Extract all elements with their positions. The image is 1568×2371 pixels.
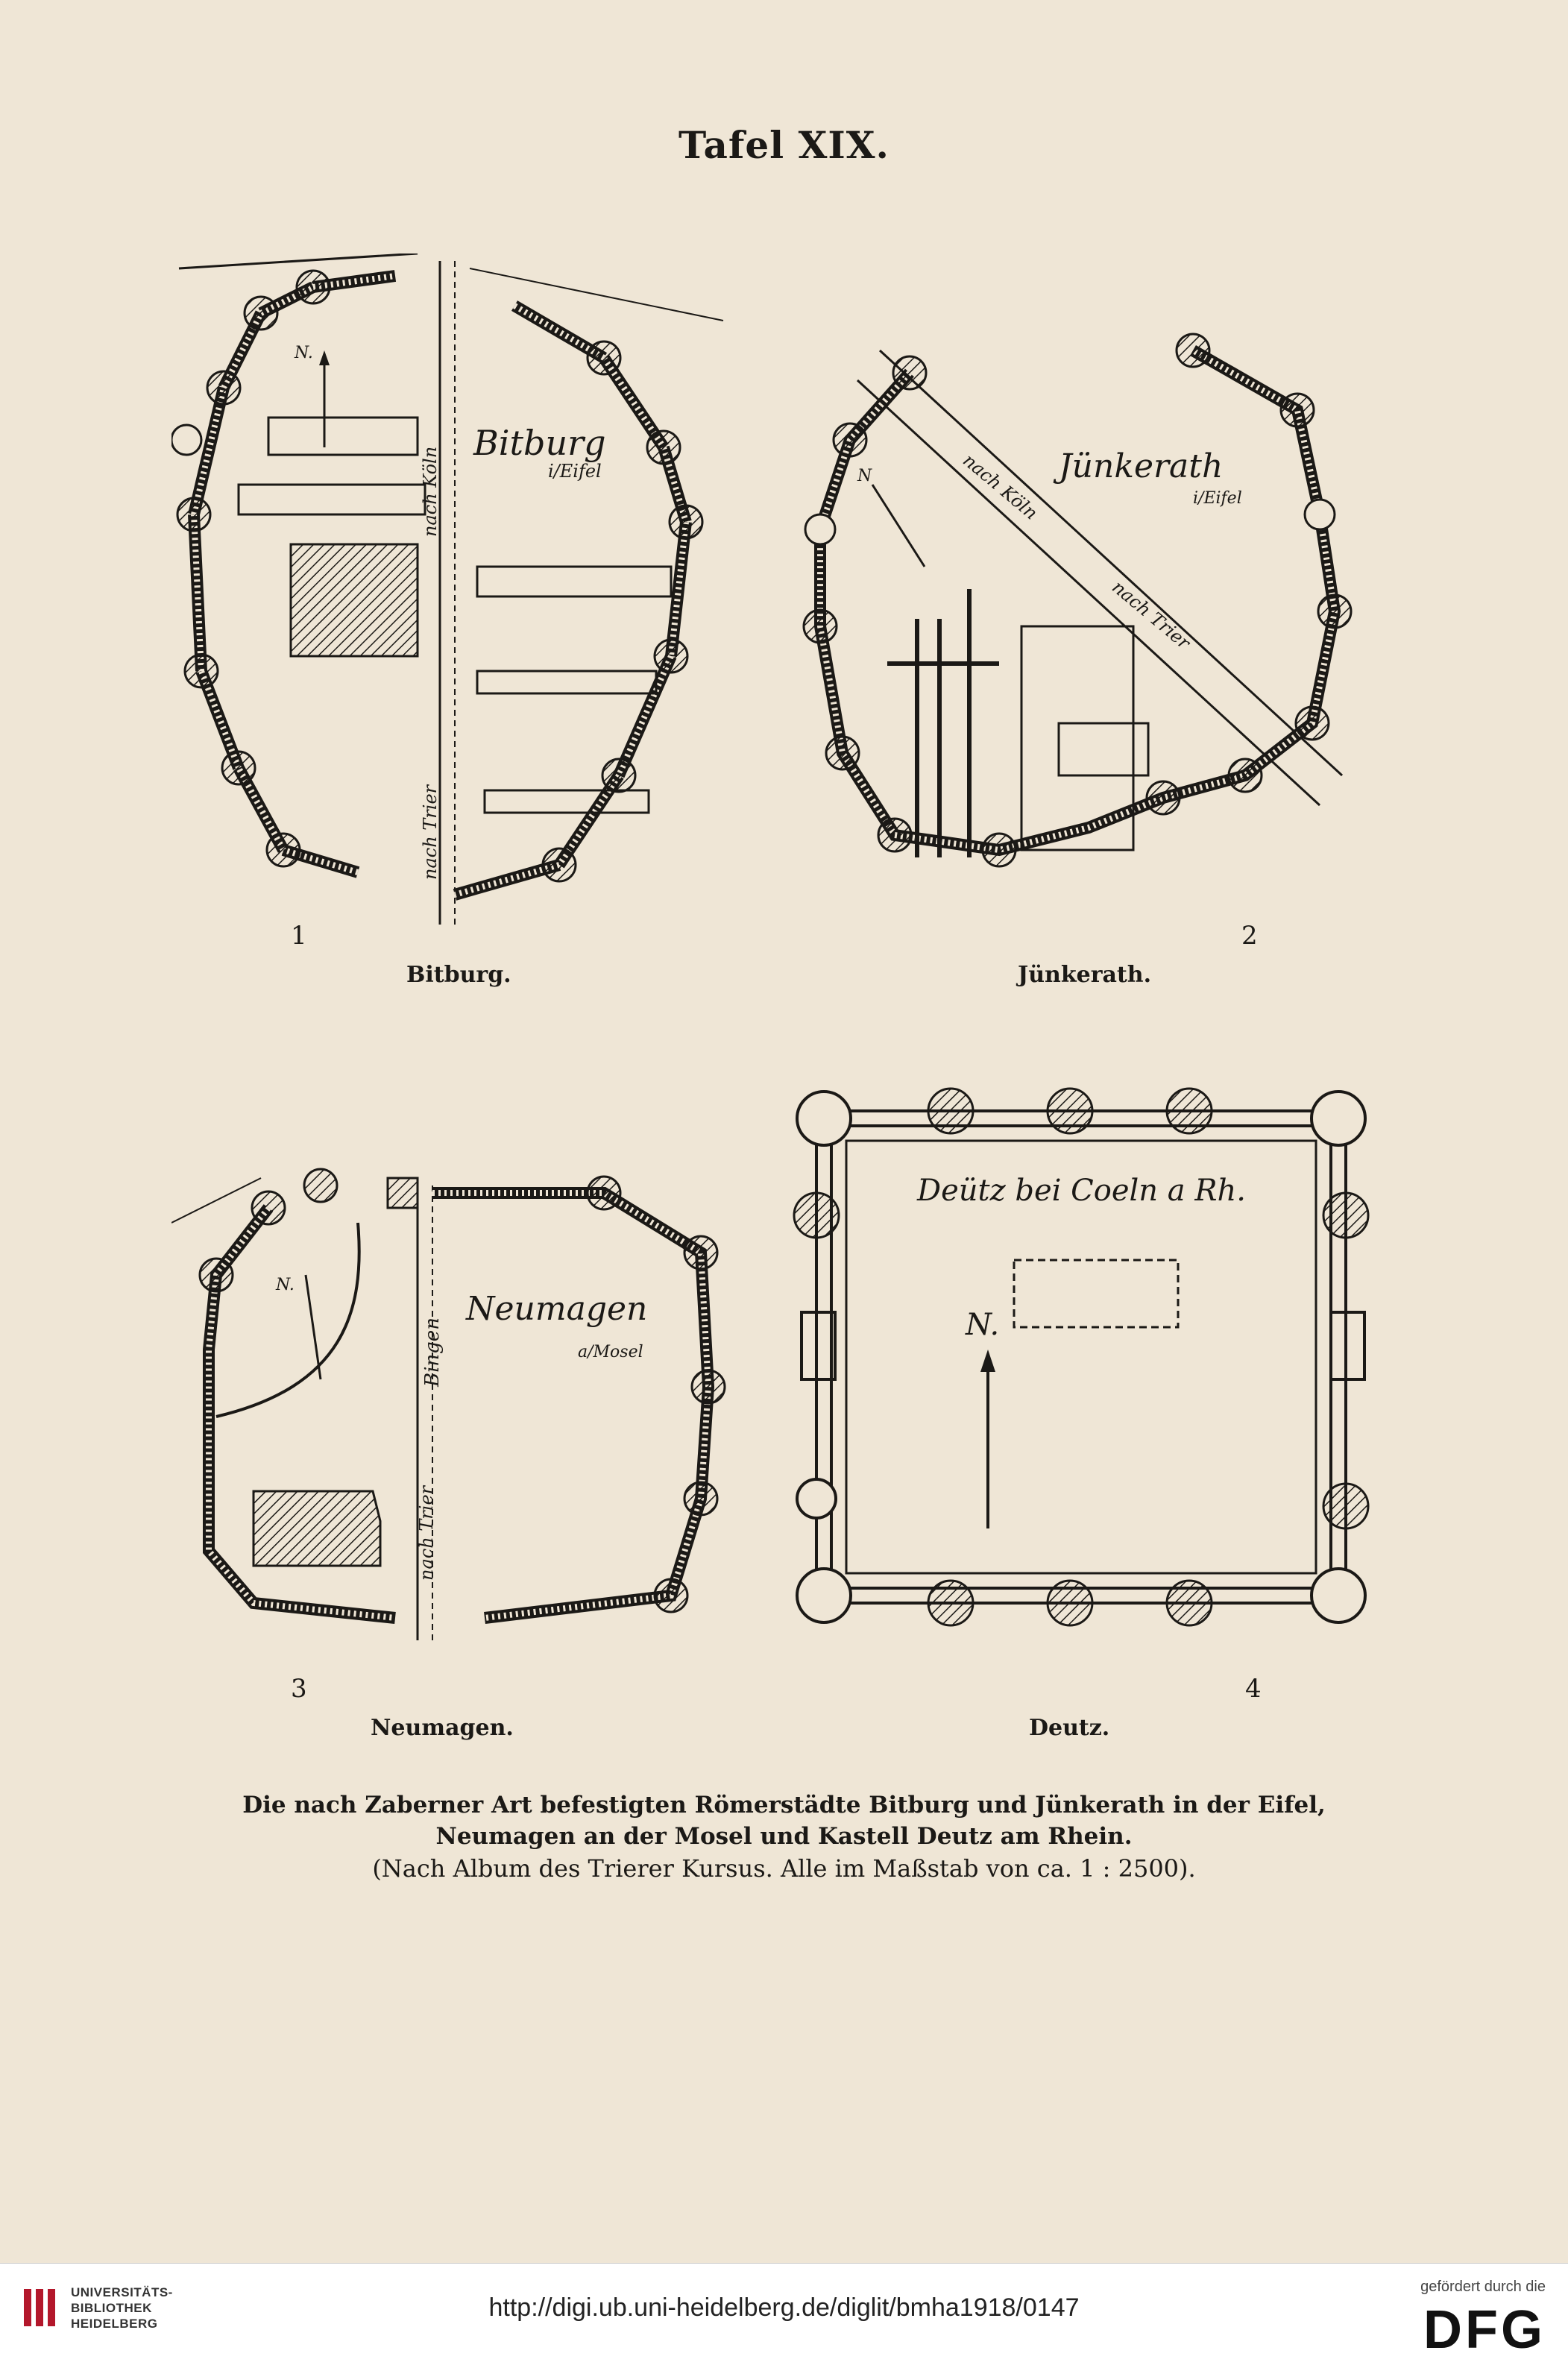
figure-name-juenkerath: Jünkerath. xyxy=(1018,962,1152,988)
figure-number-4: 4 xyxy=(1245,1674,1262,1704)
town-label: Deütz bei Coeln a Rh. xyxy=(916,1174,1246,1208)
region-label: i/Eifel xyxy=(1193,489,1242,508)
north-label: N xyxy=(857,467,872,485)
dfg-logo[interactable]: DFG xyxy=(1423,2300,1546,2360)
caption-line-2: Neumagen an der Mosel und Kastell Deutz … xyxy=(435,1823,1133,1850)
north-label: N. xyxy=(965,1308,999,1342)
figure-bitburg-plan: N. Bitburg i/Eifel nach Köln nach Trier xyxy=(171,254,724,925)
figure-number-2: 2 xyxy=(1241,921,1258,951)
figure-name-deutz: Deutz. xyxy=(1029,1715,1110,1741)
figure-number-1: 1 xyxy=(291,921,307,951)
permalink-url[interactable]: http://digi.ub.uni-heidelberg.de/diglit/… xyxy=(488,2293,1080,2322)
north-label: N. xyxy=(294,344,313,362)
region-label: i/Eifel xyxy=(548,461,602,482)
road-label-trier: nach Trier xyxy=(1108,576,1195,654)
road-label-trier: nach Trier xyxy=(420,784,441,880)
figure-name-neumagen: Neumagen. xyxy=(371,1715,514,1741)
caption-main: Die nach Zaberner Art befestigten Römers… xyxy=(0,1789,1568,1852)
viewer-footer: UNIVERSITÄTS- BIBLIOTHEK HEIDELBERG http… xyxy=(0,2263,1568,2371)
road-label-koeln: nach Köln xyxy=(420,447,441,537)
road-label-bingen: Bingen xyxy=(421,1317,444,1388)
region-label: a/Mosel xyxy=(578,1343,643,1361)
figure-number-3: 3 xyxy=(291,1674,307,1704)
library-name[interactable]: UNIVERSITÄTS- BIBLIOTHEK HEIDELBERG xyxy=(71,2285,173,2331)
town-label: Bitburg xyxy=(473,423,606,463)
town-label: Neumagen xyxy=(465,1290,647,1328)
funding-text: gefördert durch die xyxy=(1420,2279,1546,2295)
figure-name-bitburg: Bitburg. xyxy=(406,962,511,988)
plate-title: Tafel XIX. xyxy=(678,123,890,167)
town-label: Jünkerath xyxy=(1053,447,1223,485)
caption-line-1: Die nach Zaberner Art befestigten Römers… xyxy=(242,1792,1326,1819)
figure-neumagen-plan: N. Neumagen a/Mosel Bingen nach Trier xyxy=(171,1168,726,1640)
caption-source: (Nach Album des Trierer Kursus. Alle im … xyxy=(372,1854,1196,1883)
figure-juenkerath-plan: N Jünkerath i/Eifel nach Köln nach Trier xyxy=(802,333,1353,868)
library-logo-icon xyxy=(21,2285,60,2331)
road-label-trier: nach Trier xyxy=(416,1484,437,1581)
figure-deutz-plan: N. Deütz bei Coeln a Rh. xyxy=(793,1087,1370,1627)
north-label: N. xyxy=(275,1276,295,1294)
